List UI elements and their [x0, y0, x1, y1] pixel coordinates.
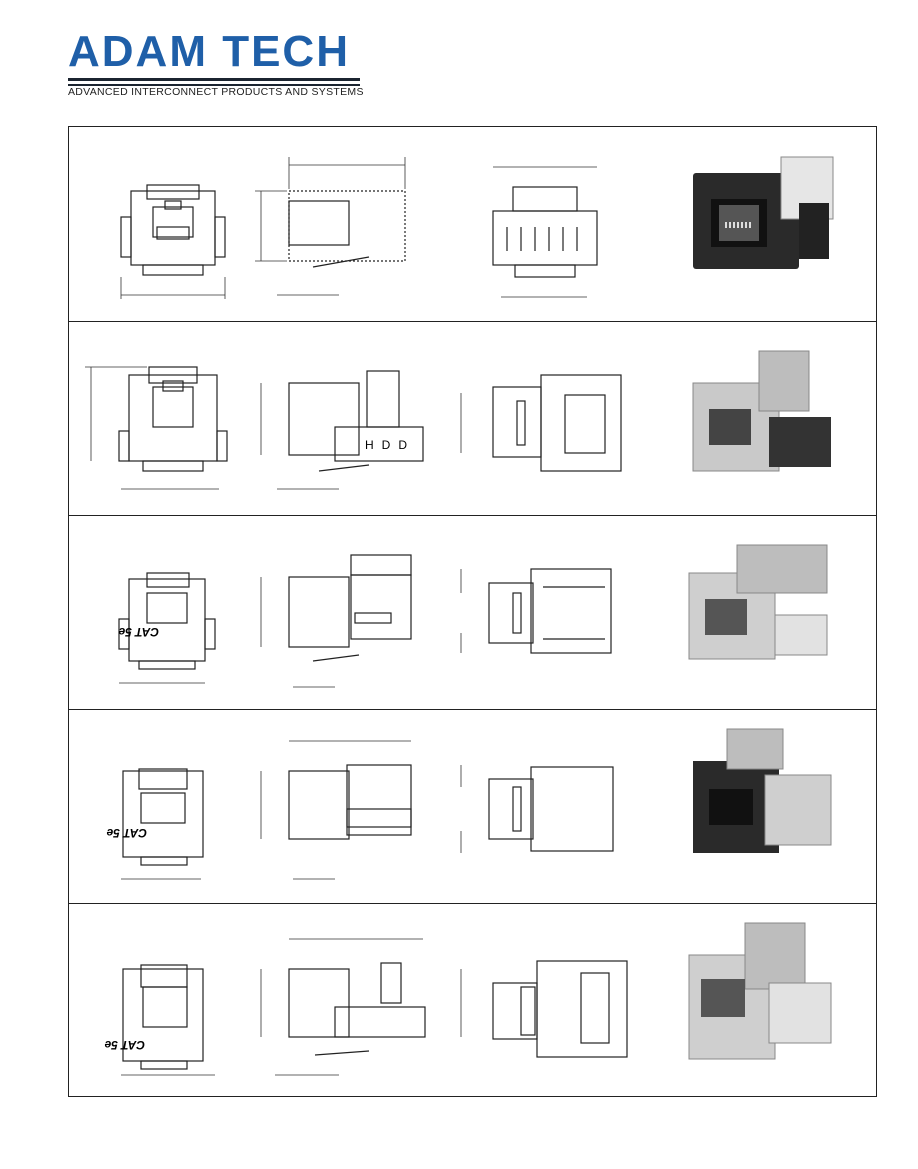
rear-view	[492, 166, 598, 298]
technical-drawings: CAT 5e	[118, 554, 612, 688]
cat5e-label: CAT 5e	[104, 1038, 145, 1052]
rear-view	[460, 960, 628, 1058]
product-row-2: HDD	[69, 321, 876, 516]
side-view	[260, 740, 412, 880]
side-view: HDD	[260, 370, 424, 490]
technical-drawings: CAT 5e	[104, 938, 628, 1076]
front-view: CAT 5e	[106, 768, 204, 880]
product-photo	[692, 350, 831, 472]
side-view	[260, 554, 412, 688]
front-view	[85, 366, 228, 490]
technical-drawings: CAT 5e	[106, 740, 614, 880]
technical-drawings: HDD	[85, 366, 622, 490]
front-view	[120, 184, 226, 299]
product-photo	[693, 728, 832, 853]
product-row-1	[69, 127, 876, 322]
logo-rule	[68, 78, 360, 81]
side-view	[260, 938, 426, 1076]
rear-view	[460, 568, 612, 654]
drawing-sheet: HDD	[68, 126, 877, 1097]
rear-view	[460, 765, 614, 853]
product-photo	[693, 156, 834, 269]
rear-view	[460, 374, 622, 472]
logo-rule	[68, 84, 360, 86]
drawing-label: HDD	[365, 438, 415, 452]
cat5e-label: CAT 5e	[118, 625, 159, 639]
product-photo	[688, 544, 828, 660]
front-view: CAT 5e	[118, 572, 216, 684]
product-row-5: CAT 5e	[69, 903, 876, 1097]
company-logo: ADAM TECH	[68, 28, 368, 98]
product-photo	[688, 922, 832, 1060]
side-view	[255, 157, 406, 296]
product-row-4: CAT 5e	[69, 709, 876, 904]
product-row-3: CAT 5e	[69, 515, 876, 710]
technical-drawings	[120, 157, 598, 299]
brand-name: ADAM TECH	[68, 27, 350, 76]
front-view: CAT 5e	[104, 964, 215, 1076]
cat5e-label: CAT 5e	[106, 826, 147, 840]
company-tagline: ADVANCED INTERCONNECT PRODUCTS AND SYSTE…	[68, 86, 364, 98]
